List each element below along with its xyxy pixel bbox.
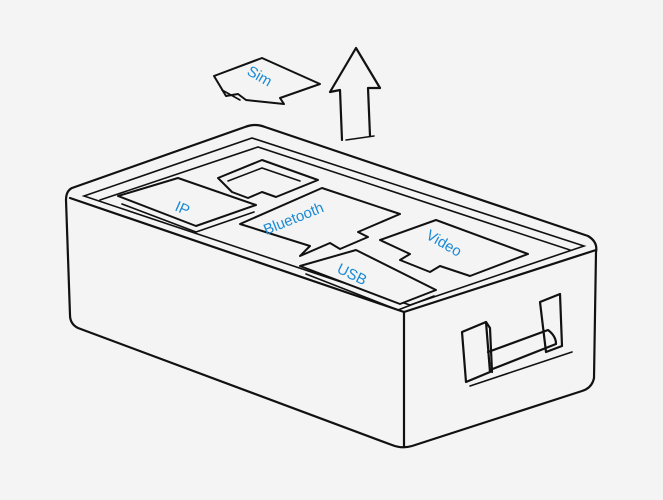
usb-module: USB [299,249,437,311]
ip-module: IP [117,177,257,233]
side-handle [460,292,573,387]
video-module: Video [379,219,529,277]
bluetooth-module: Bluetooth [239,187,401,257]
empty-slot [217,159,319,199]
box-body [64,123,598,449]
ip-label: IP [172,198,192,219]
sim-card: Sim [213,57,321,105]
up-arrow-icon [328,46,382,142]
